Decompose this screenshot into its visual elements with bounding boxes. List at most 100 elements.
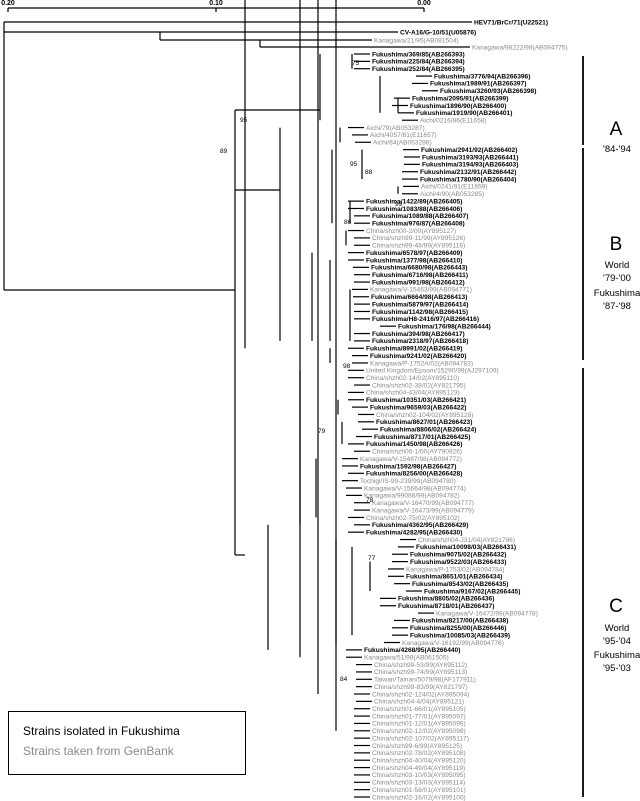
scale-tick-label: 0.00 [417,0,431,7]
leaf-label: China/shzh02-104/02(AY895128) [376,412,473,419]
leaf-label: China/shzh02-14/02(AY895110) [366,375,459,382]
leaf-label: Kanagawa/98222/98(AB094775) [472,45,568,52]
leaf-label: Fukushima/1142/98(AB266415) [372,309,468,316]
clade-date-label: World [605,260,630,271]
bootstrap-value: 95 [350,161,358,168]
leaf-label: China/shzh02-107/02(AY895117) [372,735,469,742]
bootstrap-value: 77 [368,555,376,562]
leaf-label: Fukushima/394/98(AB266417) [372,331,465,338]
leaf-label: Kanagawa/V-15664/98(AB094774) [364,485,466,492]
leaf-label: Fukushima/H8-2416/97(AB266416) [372,316,479,323]
leaf-label: Kanagawa/V-15463/99(AB094771) [370,287,472,294]
leaf-label: Fukushima/8627/01(AB266423) [376,419,472,426]
bootstrap-value: 89 [220,148,228,155]
leaf-label: Fukushima/9075/02(AB266432) [410,552,506,559]
leaf-label: Fukushima/2095/91(AB266399) [412,95,508,102]
leaf-label: Fukushima/1896/90(AB266400) [410,103,506,110]
clade-date-label: '87-'98 [603,301,631,312]
leaf-label: Fukushima/6578/97(AB266409) [366,250,462,257]
clade-date-label: '95-'04 [603,636,631,647]
leaf-label: Fukushima/1780/90(AB266404) [420,176,516,183]
legend-genbank: Strains taken from GenBank [23,744,174,758]
leaf-label: Kanagawa/V-16472/99(AB094778) [436,610,538,617]
leaf-label: Fukushima/6680/98(AB266443) [371,265,467,272]
leaf-label: Fukushima/9167/02(AB266445) [424,588,520,595]
clade-date-label: Fukushima [594,650,640,661]
leaf-label: Aichi/0216/86(E11658) [420,118,487,125]
leaf-label: China/shzh04-49/04(AY895119) [372,765,465,772]
leaf-label: Fukushima/1450/98(AB266426) [366,441,462,448]
bootstrap-value: 98 [343,363,351,370]
leaf-label: Fukushima/1083/88(AB266406) [366,206,462,213]
leaf-label: China/shzh03-13/03(AY895114) [372,780,465,787]
leaf-label: Fukushima/10351/03(AB266421) [366,397,466,404]
clade-letter: A [610,119,623,140]
leaf-label: China/shzh99-74/99(AY895113) [374,669,467,676]
leaf-label: Kanagawa/P-1752A/02(AB094783) [370,360,473,367]
leaf-label: Aichi/84(AB053286) [373,140,432,147]
leaf-label: Fukushima/9241/02(AB266420) [370,353,466,360]
leaf-label: China/shzh01-58/01(AY895101) [372,787,466,794]
leaf-label: China/shzh99-53/99(AY895112) [374,662,467,669]
leaf-label: Fukushima/6664/98(AB266413) [371,294,467,301]
leaf-label: China/shzh99-11/99(AY895126) [372,235,465,242]
leaf-label: China/shzh04-43/04(AY895123) [366,390,460,397]
leaf-label: Aichi/79(AB053287) [366,125,425,132]
leaf-label: Kanagawa/99088/99(AB094782) [364,493,460,500]
leaf-label: Kanagawa/P-1753/02(AB094784) [406,566,505,573]
leaf-label: Fukushima/369/85(AB266393) [372,51,465,58]
leaf-label: Fukushima/4362/95(AB266429) [372,522,468,529]
scale-tick-label: 0.10 [209,0,223,7]
leaf-label: Fukushima/3776/94(AB266396) [434,73,530,80]
leaf-label: Fukushima/8217/00(AB266438) [412,618,508,625]
leaf-label: Fukushima/2318/97(AB266418) [372,338,468,345]
leaf-label: Fukushima/3260/93(AB266398) [440,88,536,95]
leaf-label: Tochigi/IS-99-239/99(AB094780) [360,478,456,485]
leaf-label: Fukushima/10085/03(AB266439) [410,632,510,639]
leaf-label: Aichi/0241/91(E11659) [421,184,488,191]
leaf-label: China/shzh04-4/04(AY895121) [374,699,464,706]
leaf-label: Fukushima/1989/91(AB266397) [430,81,526,88]
leaf-label: China/shzh99-6/99(AY895125) [372,743,462,750]
bootstrap-value: 88 [365,169,373,176]
leaf-label: Fukushima/3194/93(AB266403) [422,162,518,169]
bootstrap-value: 75 [352,60,360,67]
leaf-label: Fukushima/10098/03(AB266431) [416,544,516,551]
clade-letter: B [610,234,623,255]
leaf-label: Fukushima/2941/92(AB266402) [421,147,517,154]
leaf-label: Kanagawa/V-16473/99(AB094779) [372,507,474,514]
leaf-label: Fukushima/176/98(AB266444) [398,323,491,330]
bootstrap-value: 84 [340,676,348,683]
leaf-label: Aichi/4/90(AB053285) [420,191,484,198]
leaf-label: China/shzh04-40/04(AY895120) [372,758,466,765]
leaf-label: China/shzh99-83/99(AY821797) [374,684,468,691]
leaf-label: China/shzh03-10/03(AY895095) [372,772,466,779]
leaf-label: China/shzh02-38/02(AY821795) [372,382,466,389]
leaf-label: Fukushima/8806/02(AB266424) [380,426,476,433]
scale-tick-label: 0.20 [1,0,15,7]
leaf-label: Taiwan/Tainan/5079/98(AF177911) [374,677,476,684]
leaf-label: Fukushima/8255/00(AB266446) [410,625,506,632]
leaf-label: Fukushima/9522/03(AB266433) [410,559,506,566]
leaf-label: Fukushima/4268/95(AB266440) [364,647,460,654]
clade-date-label: World [605,623,630,634]
leaf-label: Fukushima/1089/88(AB266407) [372,213,468,220]
leaf-label: Fukushima/991/98(AB266412) [372,279,465,286]
leaf-label: Fukushima/5879/97(AB266414) [372,301,468,308]
leaf-label: China/shzh01-66/01(AY895105) [372,706,466,713]
leaf-label: United Kingdom/Epsom/15290/99(AJ297109) [366,368,499,375]
leaf-label: China/shzh01-77/01(AY895097) [372,713,466,720]
leaf-label: CV-A16/G-10/51(U05876) [400,30,476,37]
leaf-label: Fukushima/8991/02(AB266419) [366,346,462,353]
leaf-label: Aichi/4057/81(E11657) [370,132,437,139]
leaf-label: Kanagawa/21/95(AB081504) [374,38,459,45]
leaf-label: Fukushima/8543/02(AB266435) [412,581,508,588]
clade-letter: C [609,596,623,617]
leaf-label: Fukushima/225/84(AB266394) [372,59,465,66]
leaf-label: HEV71/BrCr/71(U22521) [474,20,548,27]
leaf-label: Fukushima/8256/00(AB266428) [366,471,462,478]
leaf-label: China/shzh01-12/01(AY895096) [372,721,466,728]
leaf-label: Kanagawa/V-15487/98(AB094772) [360,456,462,463]
leaf-label: Fukushima/1592/98(AB266427) [360,463,456,470]
